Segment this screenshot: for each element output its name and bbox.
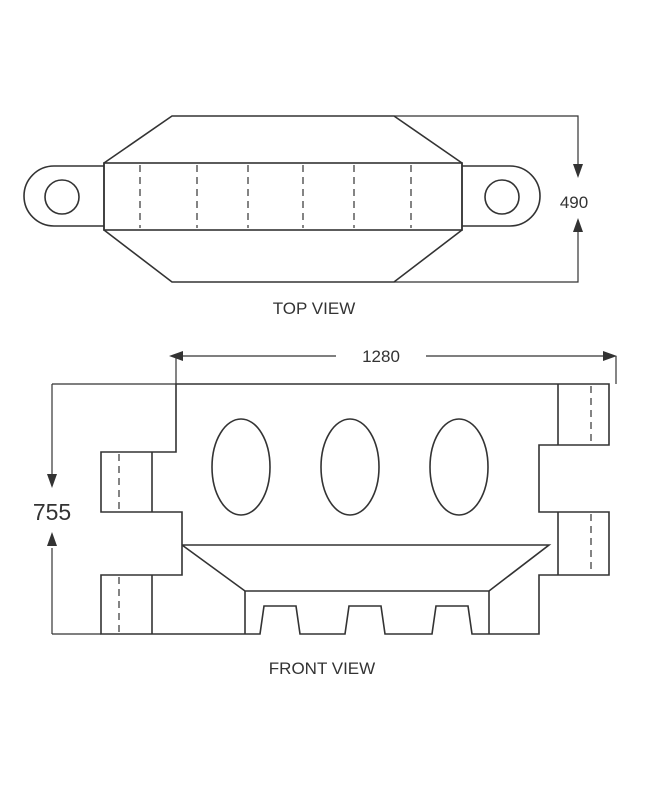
top-view-caption: TOP VIEW xyxy=(273,299,356,318)
top-view: 490 TOP VIEW xyxy=(23,115,588,318)
top-view-right-hole xyxy=(484,179,520,215)
front-view-outline xyxy=(100,383,610,635)
top-view-dividers xyxy=(139,165,412,228)
top-view-height-dimension xyxy=(394,115,583,283)
top-view-body-outline xyxy=(103,115,463,283)
top-view-right-lug xyxy=(462,165,541,227)
front-view-trapezoid-channel xyxy=(181,544,552,634)
top-view-height-label: 490 xyxy=(560,193,588,212)
front-view-left-connectors xyxy=(118,452,153,634)
front-view-caption: FRONT VIEW xyxy=(269,659,375,678)
front-view-oval-windows xyxy=(211,418,489,516)
front-view-height-label: 755 xyxy=(33,499,71,525)
front-view: 1280 755 FRONT VIEW xyxy=(33,347,617,678)
top-view-center-panel xyxy=(103,162,463,231)
front-view-width-dimension xyxy=(169,351,617,384)
top-view-left-hole xyxy=(44,179,80,215)
top-view-left-lug xyxy=(23,165,104,227)
front-view-height-dimension xyxy=(47,384,101,635)
front-view-width-label: 1280 xyxy=(362,347,400,366)
front-view-right-connectors xyxy=(557,384,592,575)
